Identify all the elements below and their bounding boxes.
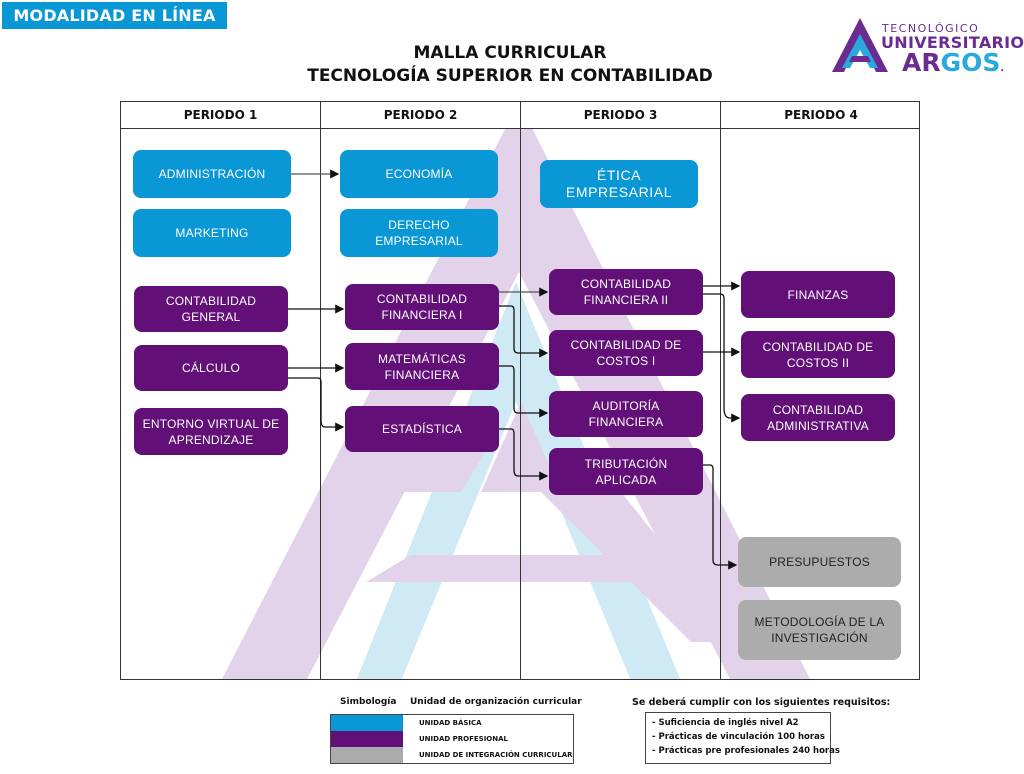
legend-unit-header: Unidad de organización curricular	[410, 697, 582, 707]
watermark-purple-bar	[366, 555, 681, 582]
course-auditoria-financiera[interactable]: AUDITORÍA FINANCIERA	[549, 391, 703, 437]
course-calculo[interactable]: CÁLCULO	[134, 345, 288, 391]
period-4-header: PERIODO 4	[721, 102, 919, 129]
course-contabilidad-general[interactable]: CONTABILIDAD GENERAL	[134, 286, 288, 332]
course-contabilidad-financiera-1[interactable]: CONTABILIDAD FINANCIERA I	[345, 284, 499, 330]
modality-banner: MODALIDAD EN LÍNEA	[2, 2, 227, 29]
logo-text-tecnologico: TECNOLÓGICO	[882, 22, 980, 35]
period-3-header: PERIODO 3	[521, 102, 720, 129]
course-derecho-empresarial[interactable]: DERECHO EMPRESARIAL	[340, 209, 498, 257]
column-divider	[720, 102, 721, 679]
title-line-2: TECNOLOGÍA SUPERIOR EN CONTABILIDAD	[307, 66, 713, 86]
requirement-item: - Prácticas de vinculación 100 horas	[652, 732, 825, 742]
course-finanzas[interactable]: FINANZAS	[741, 271, 895, 318]
course-marketing[interactable]: MARKETING	[133, 209, 291, 257]
course-economia[interactable]: ECONOMÍA	[340, 150, 498, 198]
course-entorno-virtual[interactable]: ENTORNO VIRTUAL DE APRENDIZAJE	[134, 408, 288, 455]
legend-swatch-basica	[331, 715, 403, 731]
course-contabilidad-administrativa[interactable]: CONTABILIDAD ADMINISTRATIVA	[741, 394, 895, 441]
course-matematicas-financiera[interactable]: MATEMÁTICAS FINANCIERA	[345, 343, 499, 390]
watermark-purple-band	[541, 492, 741, 642]
legend-row-integracion: UNIDAD DE INTEGRACIÓN CURRICULAR	[331, 747, 573, 763]
legend-row-profesional: UNIDAD PROFESIONAL	[331, 731, 573, 747]
course-contabilidad-costos-1[interactable]: CONTABILIDAD DE COSTOS I	[549, 330, 703, 376]
period-2-header: PERIODO 2	[321, 102, 520, 129]
watermark-purple-outer	[222, 102, 810, 679]
legend-swatch-integracion	[331, 747, 403, 763]
course-contabilidad-financiera-2[interactable]: CONTABILIDAD FINANCIERA II	[549, 269, 703, 315]
column-divider	[520, 102, 521, 679]
course-presupuestos[interactable]: PRESUPUESTOS	[738, 537, 901, 587]
legend-row-basica: UNIDAD BÁSICA	[331, 715, 573, 731]
requirements-box: - Suficiencia de inglés nivel A2 - Práct…	[645, 712, 840, 764]
page-title: MALLA CURRICULAR TECNOLOGÍA SUPERIOR EN …	[260, 42, 760, 88]
course-metodologia-investigacion[interactable]: METODOLOGÍA DE LA INVESTIGACIÓN	[738, 600, 901, 660]
period-1-header: PERIODO 1	[121, 102, 320, 129]
legend-label: UNIDAD PROFESIONAL	[419, 735, 508, 743]
course-tributacion-aplicada[interactable]: TRIBUTACIÓN APLICADA	[549, 448, 703, 495]
column-divider	[320, 102, 321, 679]
requirements-title: Se deberá cumplir con los siguientes req…	[632, 697, 891, 708]
logo-text-argos: ARGOS.	[902, 48, 1004, 77]
course-etica-empresarial[interactable]: ÉTICA EMPRESARIAL	[540, 160, 698, 208]
requirement-item: - Prácticas pre profesionales 240 horas	[652, 746, 840, 756]
legend-label: UNIDAD DE INTEGRACIÓN CURRICULAR	[419, 751, 573, 759]
course-estadistica[interactable]: ESTADÍSTICA	[345, 406, 499, 452]
legend-swatch-profesional	[331, 731, 403, 747]
argos-triangle-logo-icon	[832, 18, 888, 72]
institution-logo: TECNOLÓGICO UNIVERSITARIO ARGOS.	[830, 16, 1024, 77]
legend-table: UNIDAD BÁSICA UNIDAD PROFESIONAL UNIDAD …	[330, 714, 574, 764]
course-contabilidad-costos-2[interactable]: CONTABILIDAD DE COSTOS II	[741, 331, 895, 378]
logo-gos: GOS	[940, 48, 1001, 77]
legend-symbol-header: Simbología	[340, 697, 397, 707]
legend-label: UNIDAD BÁSICA	[419, 719, 482, 727]
logo-ar: AR	[902, 48, 941, 77]
logo-dot: .	[1000, 63, 1005, 74]
requirement-item: - Suficiencia de inglés nivel A2	[652, 718, 799, 728]
watermark-purple-mid	[396, 442, 491, 492]
course-administracion[interactable]: ADMINISTRACIÓN	[133, 150, 291, 198]
title-line-1: MALLA CURRICULAR	[413, 43, 607, 63]
logo-text-universitario: UNIVERSITARIO	[881, 33, 1024, 52]
